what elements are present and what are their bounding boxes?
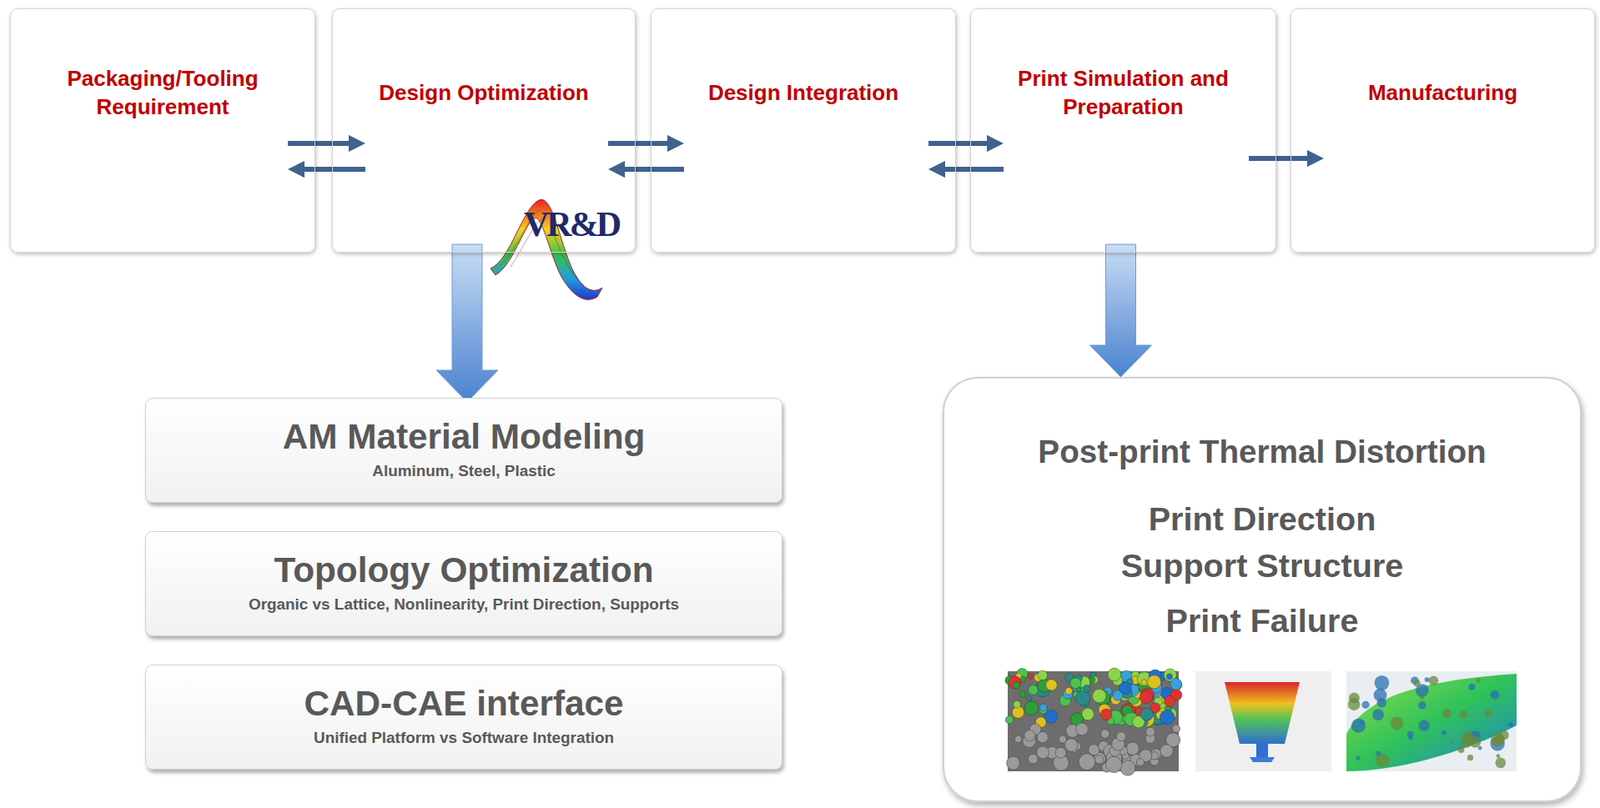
box-text: Aluminum, Steel, Plastic <box>145 460 782 483</box>
block-arrow-shape <box>436 244 499 403</box>
arrow-line <box>935 166 1004 172</box>
box-title: Design Integration <box>661 78 946 107</box>
box-text: Support Structure <box>944 542 1580 589</box>
thermal-distortion-part-image <box>1195 671 1332 772</box>
flow-arrow <box>608 143 685 170</box>
box-text: Print Failure <box>944 597 1580 645</box>
process-box: Print Simulation and Preparation <box>970 8 1277 253</box>
flow-arrow <box>287 143 366 170</box>
arrow-line <box>614 166 685 172</box>
box-title: Design Optimization <box>342 78 625 107</box>
process-box: Manufacturing <box>1290 8 1595 253</box>
box-title: AM Material Modeling <box>145 413 782 461</box>
box-title: Print Simulation and Preparation <box>981 64 1266 121</box>
box-title: Post-print Thermal Distortion <box>944 427 1580 478</box>
topic-box: Topology OptimizationOrganic vs Lattice,… <box>145 531 783 637</box>
arrow-line <box>1248 155 1318 162</box>
topic-box: CAD-CAE interfaceUnified Platform vs Sof… <box>145 664 783 770</box>
box-title: Packaging/Tooling Requirement <box>20 64 305 121</box>
box-title: Manufacturing <box>1301 78 1585 107</box>
topic-box: AM Material ModelingAluminum, Steel, Pla… <box>145 397 783 504</box>
process-box: Design Integration <box>650 8 956 253</box>
logo-text: VR&D <box>523 206 619 243</box>
arrow-line <box>928 140 997 146</box>
box-title: CAD-CAE interface <box>145 680 782 728</box>
box-text: Organic vs Lattice, Nonlinearity, Print … <box>145 593 782 616</box>
block-arrow-shape <box>1090 244 1153 378</box>
simulation-panel: Post-print Thermal DistortionPrint Direc… <box>942 377 1582 803</box>
process-box: Packaging/Tooling Requirement <box>10 8 316 253</box>
box-text: Print Direction <box>944 495 1580 543</box>
arrow-line <box>294 166 366 172</box>
block-arrow <box>436 244 499 403</box>
powder-bed-image <box>1005 668 1183 776</box>
block-arrow <box>1090 244 1153 378</box>
flow-arrow <box>928 143 1004 170</box>
arrow-line <box>287 140 359 146</box>
arrow-line <box>608 140 678 146</box>
box-text: Unified Platform vs Software Integration <box>145 727 782 750</box>
flow-arrow <box>1248 158 1318 160</box>
melt-pool-image <box>1346 671 1517 772</box>
box-title: Topology Optimization <box>145 547 782 594</box>
